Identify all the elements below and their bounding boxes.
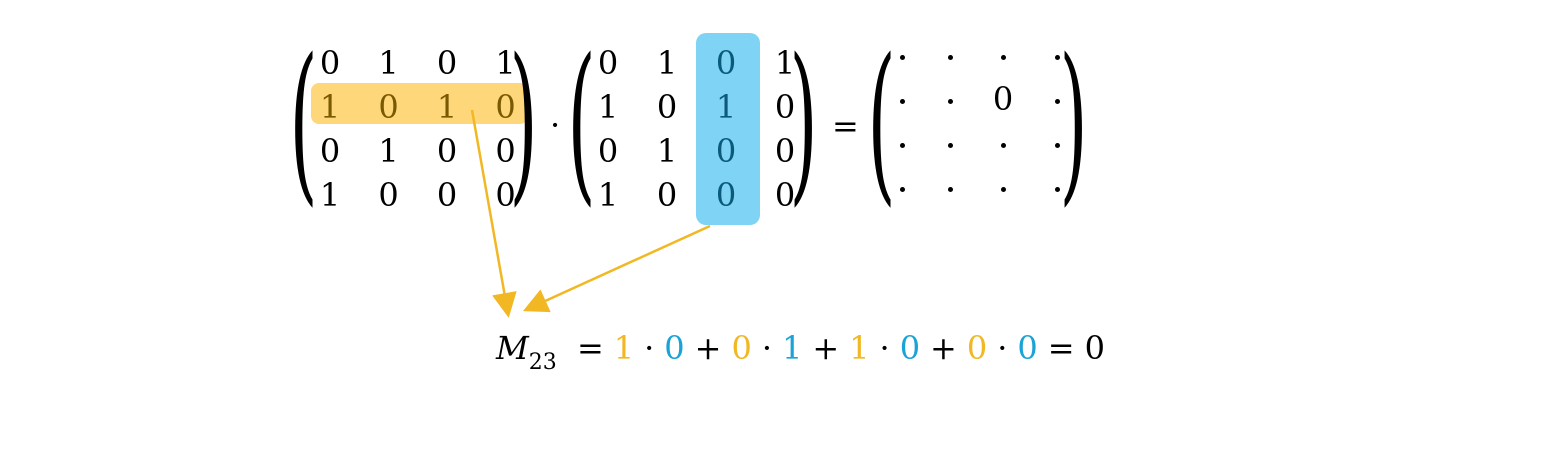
- equation-term-b: 1: [781, 329, 803, 367]
- matrix-b-cell: 0: [656, 88, 678, 126]
- result-placeholder-dot: [1001, 143, 1006, 148]
- equals-operator: =: [832, 107, 859, 145]
- result-placeholder-dot: [900, 55, 905, 60]
- matrix-a-cell: 1: [378, 44, 399, 82]
- result-known-cell: 0: [992, 80, 1014, 118]
- result-placeholder-dot: [948, 143, 953, 148]
- multiply-operator: ·: [550, 106, 561, 144]
- equation-times: ·: [997, 329, 1008, 367]
- column-arrow: [522, 224, 711, 313]
- matrix-a-cell: 0: [319, 132, 341, 170]
- matrix-a-cell: 0: [495, 176, 516, 214]
- matrix-b-highlighted-column: [696, 33, 760, 225]
- result-placeholder-dot: [1055, 143, 1060, 148]
- matrix-b-cell: 0: [774, 176, 796, 214]
- result-placeholder-dot: [1055, 99, 1060, 104]
- matrix-b-cell: 0: [597, 44, 619, 82]
- result-placeholder-dot: [948, 187, 953, 192]
- matrix-b-cell: 0: [715, 132, 737, 170]
- equation-term-a: 1: [613, 329, 635, 367]
- result-placeholder-dot: [1055, 55, 1060, 60]
- row-arrow: [470, 109, 517, 318]
- result-placeholder-dot: [900, 99, 905, 104]
- equation-term-a: 0: [966, 329, 988, 367]
- result-placeholder-dot: [900, 187, 905, 192]
- matrix-b-cell: 1: [597, 176, 619, 214]
- matrix-a-right-paren: ): [509, 21, 538, 222]
- matrix-a-cell: 1: [436, 88, 458, 126]
- equation-term-a: 0: [731, 329, 752, 367]
- matrix-a-cell: 0: [378, 176, 399, 214]
- matrix-b-cell: 0: [774, 132, 796, 170]
- equation-term-b: 0: [899, 329, 921, 367]
- equation-equals: =: [576, 329, 604, 367]
- result-placeholder-dot: [948, 55, 953, 60]
- equation-plus: +: [812, 329, 840, 367]
- matrix-b-cell: 1: [774, 44, 796, 82]
- matrix-a-cell: 0: [378, 88, 399, 126]
- matrix-b-left-paren: (: [567, 21, 596, 222]
- equation: M23 =1·0+0·1+1·0+0·0=0: [496, 326, 1105, 385]
- result-placeholder-dot: [1001, 187, 1006, 192]
- equation-equals-final: =: [1047, 329, 1075, 367]
- matrix-b-cell: 0: [715, 176, 737, 214]
- result-placeholder-dot: [1001, 55, 1006, 60]
- equation-plus: +: [694, 329, 722, 367]
- matrix-b-cell: 1: [656, 132, 678, 170]
- equation-times: ·: [761, 329, 772, 367]
- matrix-b-cell: 0: [597, 132, 619, 170]
- equation-term-b: 0: [1017, 329, 1038, 367]
- result-right-paren: ): [1059, 21, 1088, 222]
- matrix-b-cell: 0: [774, 88, 796, 126]
- matrix-b-cell: 1: [597, 88, 619, 126]
- matrix-a-cell: 0: [495, 88, 516, 126]
- matrix-b-cell: 1: [656, 44, 678, 82]
- equation-result: 0: [1084, 329, 1105, 367]
- matrix-a-cell: 0: [436, 44, 458, 82]
- equation-subscript: 23: [528, 350, 557, 375]
- matrix-b-cell: 0: [715, 44, 737, 82]
- matrix-a-cell: 1: [495, 44, 516, 82]
- result-left-paren: (: [867, 21, 896, 222]
- matrix-b-right-paren: ): [789, 21, 818, 222]
- matrix-a-cell: 0: [319, 44, 341, 82]
- equation-times: ·: [879, 329, 890, 367]
- matrix-a-cell: 1: [319, 88, 341, 126]
- equation-lhs: M: [496, 329, 529, 367]
- equation-times: ·: [644, 329, 655, 367]
- matrix-a-cell: 0: [495, 132, 516, 170]
- matrix-b-cell: 1: [715, 88, 737, 126]
- matrix-b-cell: 0: [656, 176, 678, 214]
- matrix-a-cell: 1: [378, 132, 399, 170]
- matrix-a-cell: 0: [436, 176, 458, 214]
- equation-plus: +: [930, 329, 957, 367]
- result-placeholder-dot: [900, 143, 905, 148]
- equation-term-b: 0: [664, 329, 685, 367]
- result-placeholder-dot: [1055, 187, 1060, 192]
- matrix-a-cell: 0: [436, 132, 458, 170]
- matrix-a-cell: 1: [319, 176, 341, 214]
- result-placeholder-dot: [948, 99, 953, 104]
- equation-term-a: 1: [849, 329, 870, 367]
- matrix-a-highlighted-row: [311, 83, 528, 124]
